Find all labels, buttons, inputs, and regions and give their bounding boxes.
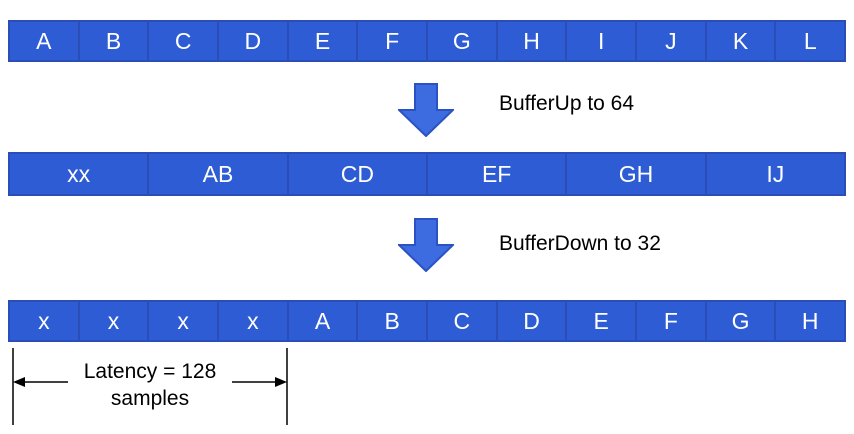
input-buffer-row: A B C D E F G H I J K L xyxy=(8,20,846,62)
buffer-cell: IJ xyxy=(706,154,844,194)
latency-label: Latency = 128 samples xyxy=(38,358,262,412)
buffer-cell: x xyxy=(149,302,220,340)
buffer-cell: D xyxy=(219,22,289,60)
buffer-cell: EF xyxy=(427,154,568,194)
buffer-cell: G xyxy=(428,22,498,60)
latency-label-line1: Latency = 128 xyxy=(83,360,217,383)
buffer-cell: A xyxy=(10,22,80,60)
buffer-cell: G xyxy=(706,302,777,340)
bufferup-label: BufferUp to 64 xyxy=(499,92,635,115)
buffer-cell: J xyxy=(637,22,707,60)
left-arrowhead-icon xyxy=(13,377,25,387)
down-arrow-shape xyxy=(398,218,454,272)
down-arrow-icon xyxy=(398,218,454,272)
down-arrow-icon xyxy=(398,83,454,137)
buffer-cell: L xyxy=(776,22,845,60)
right-arrowhead-icon xyxy=(275,377,287,387)
buffer-cell: CD xyxy=(288,154,428,194)
buffer-cell: B xyxy=(79,22,150,60)
buffer-cell: F xyxy=(358,22,429,60)
latency-label-line2: samples xyxy=(110,387,190,410)
buffer-cell: B xyxy=(358,302,429,340)
buffer-cell: H xyxy=(776,302,845,340)
buffer-64-row: xx AB CD EF GH IJ xyxy=(8,152,846,196)
buffer-cell: xx xyxy=(10,154,150,194)
buffer-cell: C xyxy=(428,302,498,340)
buffer-cell: F xyxy=(637,302,707,340)
latency-annotation xyxy=(12,348,288,425)
buffer-cell: I xyxy=(567,22,638,60)
buffer-cell: GH xyxy=(567,154,707,194)
buffer-cell: A xyxy=(288,302,359,340)
buffer-cell: E xyxy=(288,22,359,60)
buffer-cell: E xyxy=(567,302,638,340)
buffer-cell: x xyxy=(10,302,80,340)
output-buffer-row: x x x x A B C D E F G H xyxy=(8,300,846,342)
buffer-cell: D xyxy=(497,302,568,340)
buffer-cell: x xyxy=(219,302,289,340)
buffer-cell: x xyxy=(79,302,150,340)
buffer-cell: K xyxy=(706,22,777,60)
buffer-cell: C xyxy=(149,22,220,60)
bufferdown-label: BufferDown to 32 xyxy=(499,232,661,255)
buffer-cell: H xyxy=(497,22,568,60)
down-arrow-shape xyxy=(398,83,454,137)
buffer-cell: AB xyxy=(149,154,289,194)
